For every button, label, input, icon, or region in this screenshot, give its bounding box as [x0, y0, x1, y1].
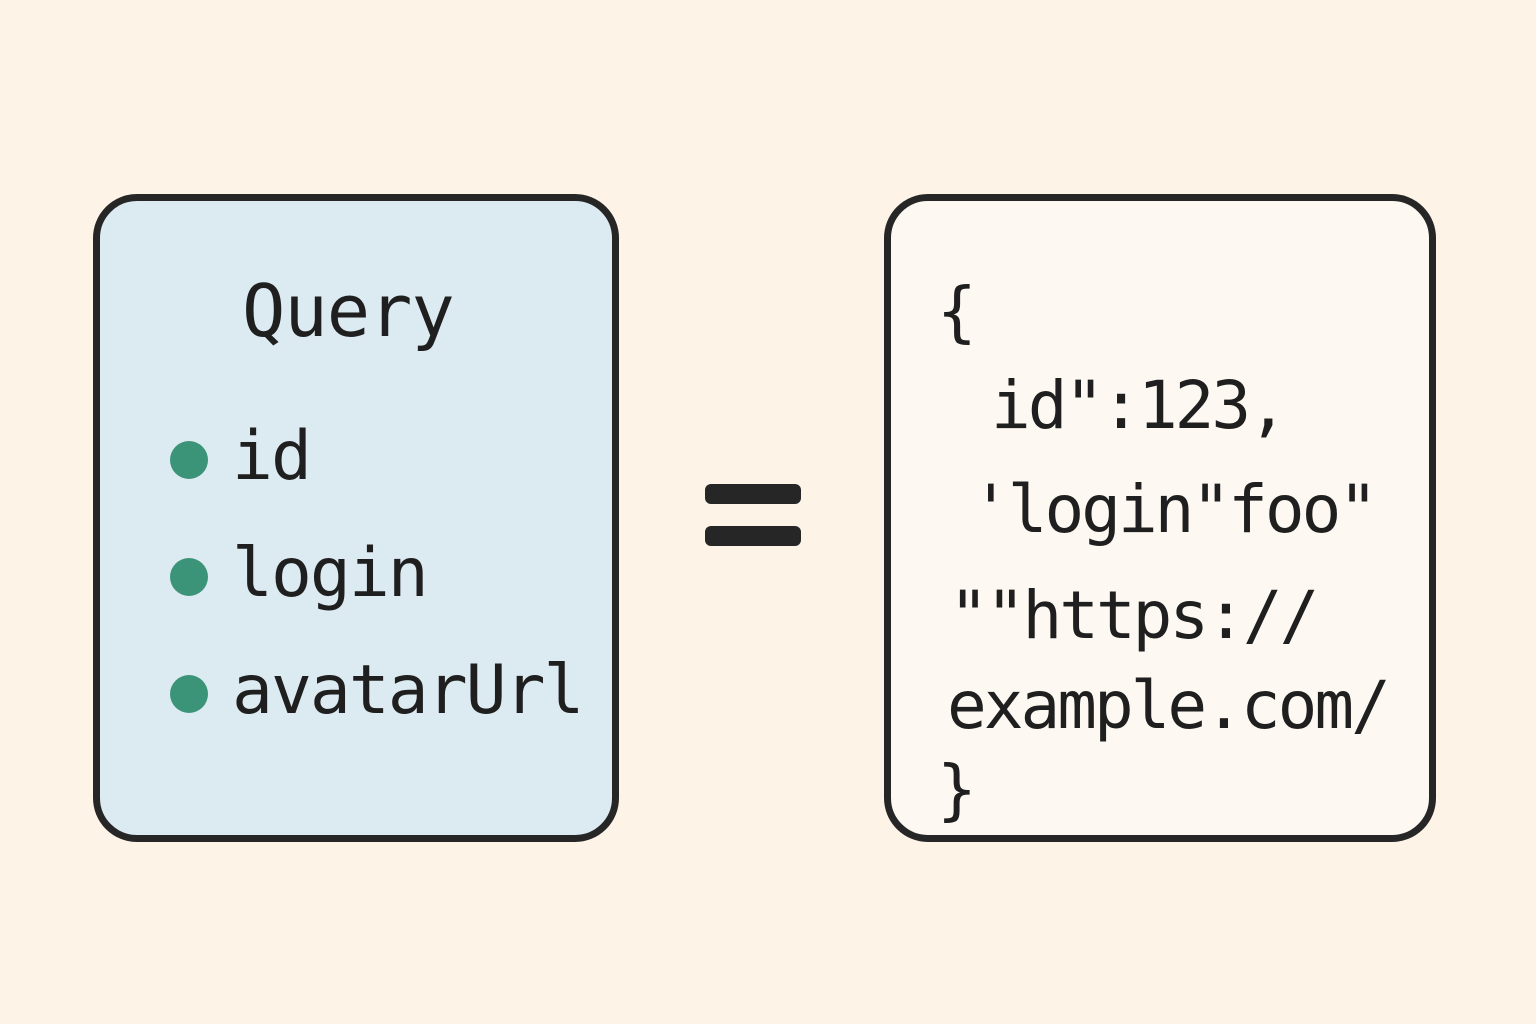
query-field-item: id	[170, 413, 582, 530]
json-line-open-brace: {	[937, 273, 977, 350]
json-line-id: id":123,	[991, 367, 1288, 444]
query-field-item: avatarUrl	[170, 647, 584, 764]
bullet-dot-icon	[170, 441, 208, 479]
equals-icon	[705, 484, 801, 548]
query-field-item: login	[170, 530, 582, 647]
response-box: { id":123, 'login"foo" ""https:// exampl…	[884, 194, 1436, 842]
json-line-url-start: ""https://	[949, 577, 1319, 654]
query-field-label: avatarUrl	[232, 651, 584, 730]
json-line-close-brace: }	[937, 751, 977, 828]
query-title: Query	[242, 269, 455, 353]
query-box: Query id login avatarUrl	[93, 194, 619, 842]
query-field-label: login	[232, 534, 429, 613]
equals-bar-bottom	[705, 526, 801, 546]
bullet-dot-icon	[170, 558, 208, 596]
query-field-list: id login avatarUrl	[170, 413, 584, 764]
bullet-dot-icon	[170, 675, 208, 713]
query-field-label: id	[232, 417, 312, 496]
json-line-login: 'login"foo"	[971, 471, 1378, 548]
json-line-url-end: example.com/	[947, 667, 1391, 744]
equals-bar-top	[705, 484, 801, 504]
